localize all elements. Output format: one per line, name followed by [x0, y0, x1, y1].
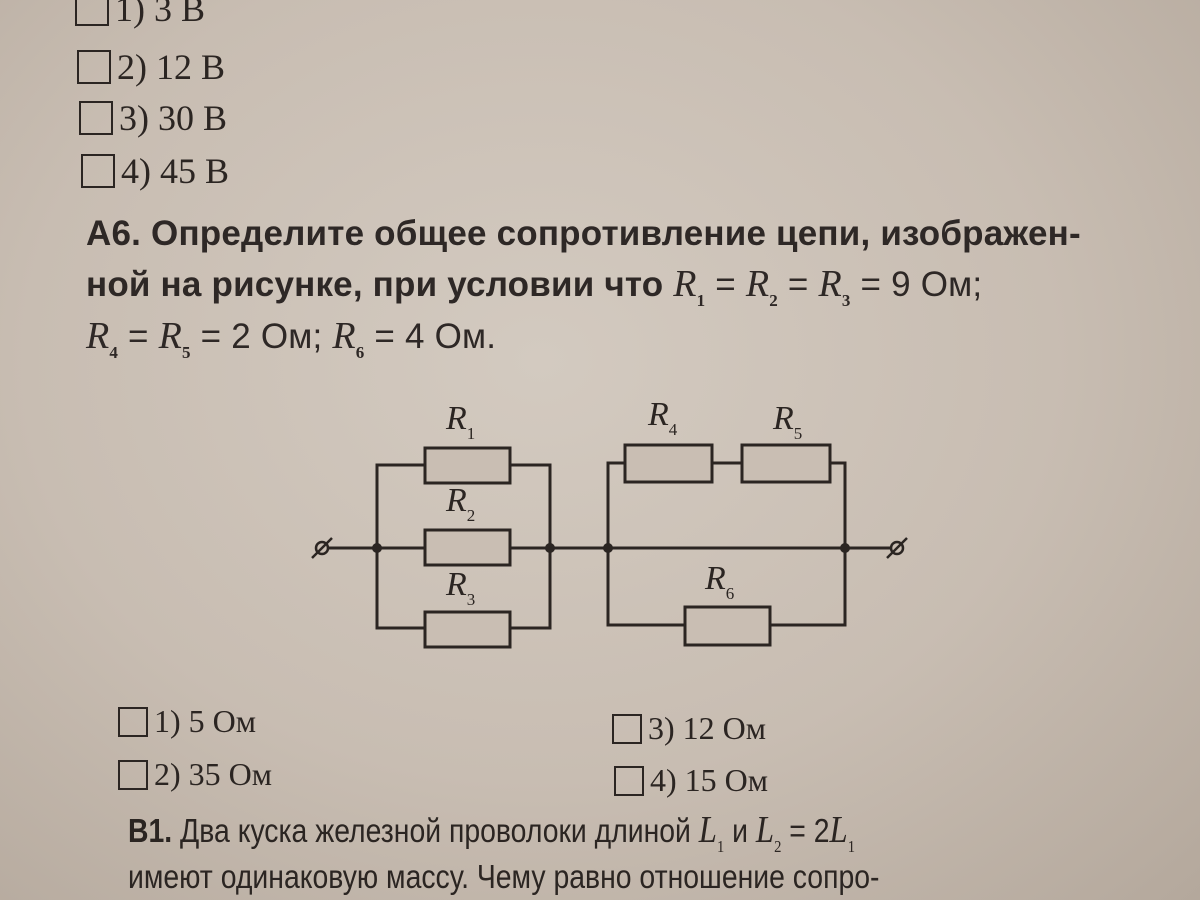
option-checkbox-2[interactable]: 2) 12 В [77, 46, 225, 88]
option-checkbox-3[interactable]: 3) 30 В [79, 97, 227, 139]
label-r1: R1 [446, 400, 476, 443]
label-r6: R6 [705, 560, 735, 603]
question-a6-line2: ной на рисунке, при условии что R1 = R2 … [86, 263, 983, 310]
resistor-r2 [423, 528, 512, 567]
junction-nodes [372, 543, 850, 553]
answer-option-1[interactable]: 1) 5 Ом [118, 703, 256, 740]
resistor-r5 [740, 443, 832, 484]
question-b1-line1: В1. Два куска железной проволоки длиной … [128, 809, 856, 856]
resistor-r6 [683, 605, 772, 647]
question-a6-line3: R4 = R5 = 2 Ом; R6 = 4 Ом. [86, 315, 497, 362]
resistor-r3 [423, 610, 512, 649]
answer-option-2[interactable]: 2) 35 Ом [118, 756, 272, 793]
checkbox-icon[interactable] [612, 713, 642, 744]
checkbox-icon[interactable] [118, 706, 148, 737]
terminal-right-icon [886, 537, 908, 559]
checkbox-icon[interactable] [614, 765, 644, 796]
answer-option-3[interactable]: 3) 12 Ом [612, 710, 766, 747]
resistor-r1 [423, 446, 512, 485]
checkbox-icon[interactable] [77, 50, 111, 84]
checkbox-icon[interactable] [79, 101, 113, 135]
option-checkbox-4[interactable]: 4) 45 В [81, 150, 229, 192]
label-r3: R3 [446, 566, 476, 609]
option-checkbox-1[interactable]: 1) 3 В [75, 0, 205, 30]
resistor-r4 [623, 443, 714, 484]
checkbox-icon[interactable] [81, 154, 115, 188]
question-a6-line1: А6. Определите общее сопротивление цепи,… [86, 214, 1081, 253]
question-b1-line2: имеют одинаковую массу. Чему равно отнош… [128, 858, 880, 895]
checkbox-icon[interactable] [118, 759, 148, 790]
label-r2: R2 [446, 482, 476, 525]
label-r4: R4 [648, 396, 678, 439]
answer-option-4[interactable]: 4) 15 Ом [614, 762, 768, 799]
terminal-left-icon [311, 537, 333, 559]
label-r5: R5 [773, 400, 803, 443]
checkbox-icon[interactable] [75, 0, 109, 26]
